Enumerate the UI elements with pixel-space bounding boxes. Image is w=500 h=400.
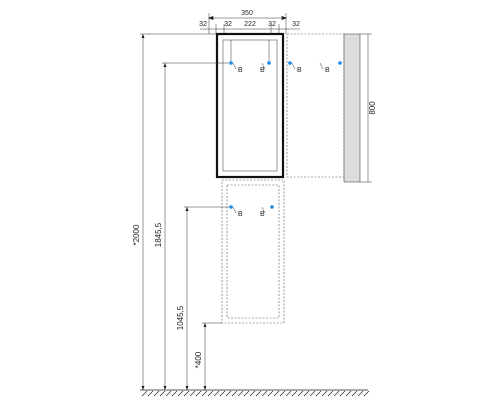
upper-hinge-height-dimension: 1845,5 xyxy=(154,62,229,390)
floor-hatch-line xyxy=(213,390,220,397)
top-width-dimension: 350 xyxy=(208,10,287,34)
lower-hinge-height-dimension: 1045,5 xyxy=(176,206,229,390)
svg-text:B: B xyxy=(238,211,243,218)
base-height-dimension: *400 xyxy=(194,322,222,390)
segment-label-2: 32 xyxy=(224,21,232,28)
floor-hatch-line xyxy=(297,390,304,397)
hinge-upper-center: B xyxy=(260,61,271,74)
floor-hatch-line xyxy=(183,390,190,397)
svg-text:B: B xyxy=(297,67,302,74)
floor-hatch xyxy=(141,390,370,397)
floor-hatch-line xyxy=(333,390,340,397)
lower-hinge-height-label: 1045,5 xyxy=(176,305,185,330)
floor-hatch-line xyxy=(219,390,226,397)
floor-hatch-line xyxy=(279,390,286,397)
floor-hatch-line xyxy=(165,390,172,397)
floor-hatch-line xyxy=(291,390,298,397)
segment-label-1: 32 xyxy=(199,21,207,28)
hinge-door-left: B xyxy=(288,61,302,74)
floor-hatch-line xyxy=(207,390,214,397)
upper-hinge-height-label: 1845,5 xyxy=(154,222,163,247)
floor-hatch-line xyxy=(267,390,274,397)
floor-hatch-line xyxy=(243,390,250,397)
hinge-lower-left: B xyxy=(229,205,243,218)
floor xyxy=(140,389,370,397)
floor-hatch-line xyxy=(147,390,154,397)
side-height-dimension: 800 xyxy=(360,33,377,183)
lower-cabinet xyxy=(221,179,285,324)
floor-hatch-line xyxy=(273,390,280,397)
floor-hatch-line xyxy=(141,390,148,397)
base-height-label: *400 xyxy=(194,351,203,368)
floor-hatch-line xyxy=(363,390,370,397)
floor-hatch-line xyxy=(351,390,358,397)
door-side-panel xyxy=(344,34,360,182)
total-height-dimension: *2000 xyxy=(132,33,217,390)
floor-hatch-line xyxy=(345,390,352,397)
floor-hatch-line xyxy=(171,390,178,397)
floor-hatch-line xyxy=(237,390,244,397)
open-door xyxy=(286,33,361,183)
floor-hatch-line xyxy=(321,390,328,397)
floor-hatch-line xyxy=(285,390,292,397)
segment-dimension: 32 32 222 32 32 xyxy=(199,21,300,34)
upper-cabinet xyxy=(215,32,285,179)
floor-hatch-line xyxy=(339,390,346,397)
floor-hatch-line xyxy=(327,390,334,397)
floor-hatch-line xyxy=(357,390,364,397)
floor-hatch-line xyxy=(261,390,268,397)
hinge-markers: B B B B B B xyxy=(229,61,342,218)
floor-hatch-line xyxy=(255,390,262,397)
segment-label-3: 222 xyxy=(244,21,256,28)
svg-text:B: B xyxy=(260,67,265,74)
svg-text:B: B xyxy=(260,211,265,218)
floor-hatch-line xyxy=(231,390,238,397)
floor-hatch-line xyxy=(177,390,184,397)
segment-label-5: 32 xyxy=(292,21,300,28)
side-height-label: 800 xyxy=(368,101,377,115)
hinge-lower-right: B xyxy=(260,205,274,218)
floor-hatch-line xyxy=(303,390,310,397)
floor-hatch-line xyxy=(201,390,208,397)
floor-hatch-line xyxy=(249,390,256,397)
hinge-upper-left: B xyxy=(229,61,243,74)
floor-hatch-line xyxy=(309,390,316,397)
segment-label-4: 32 xyxy=(268,21,276,28)
floor-hatch-line xyxy=(159,390,166,397)
total-height-label: *2000 xyxy=(132,224,141,245)
floor-hatch-line xyxy=(153,390,160,397)
floor-hatch-line xyxy=(189,390,196,397)
svg-text:B: B xyxy=(325,67,330,74)
floor-hatch-line xyxy=(315,390,322,397)
top-width-label: 350 xyxy=(241,10,253,17)
floor-hatch-line xyxy=(195,390,202,397)
hinge-door-right: B xyxy=(319,61,342,74)
svg-text:B: B xyxy=(238,67,243,74)
floor-hatch-line xyxy=(225,390,232,397)
